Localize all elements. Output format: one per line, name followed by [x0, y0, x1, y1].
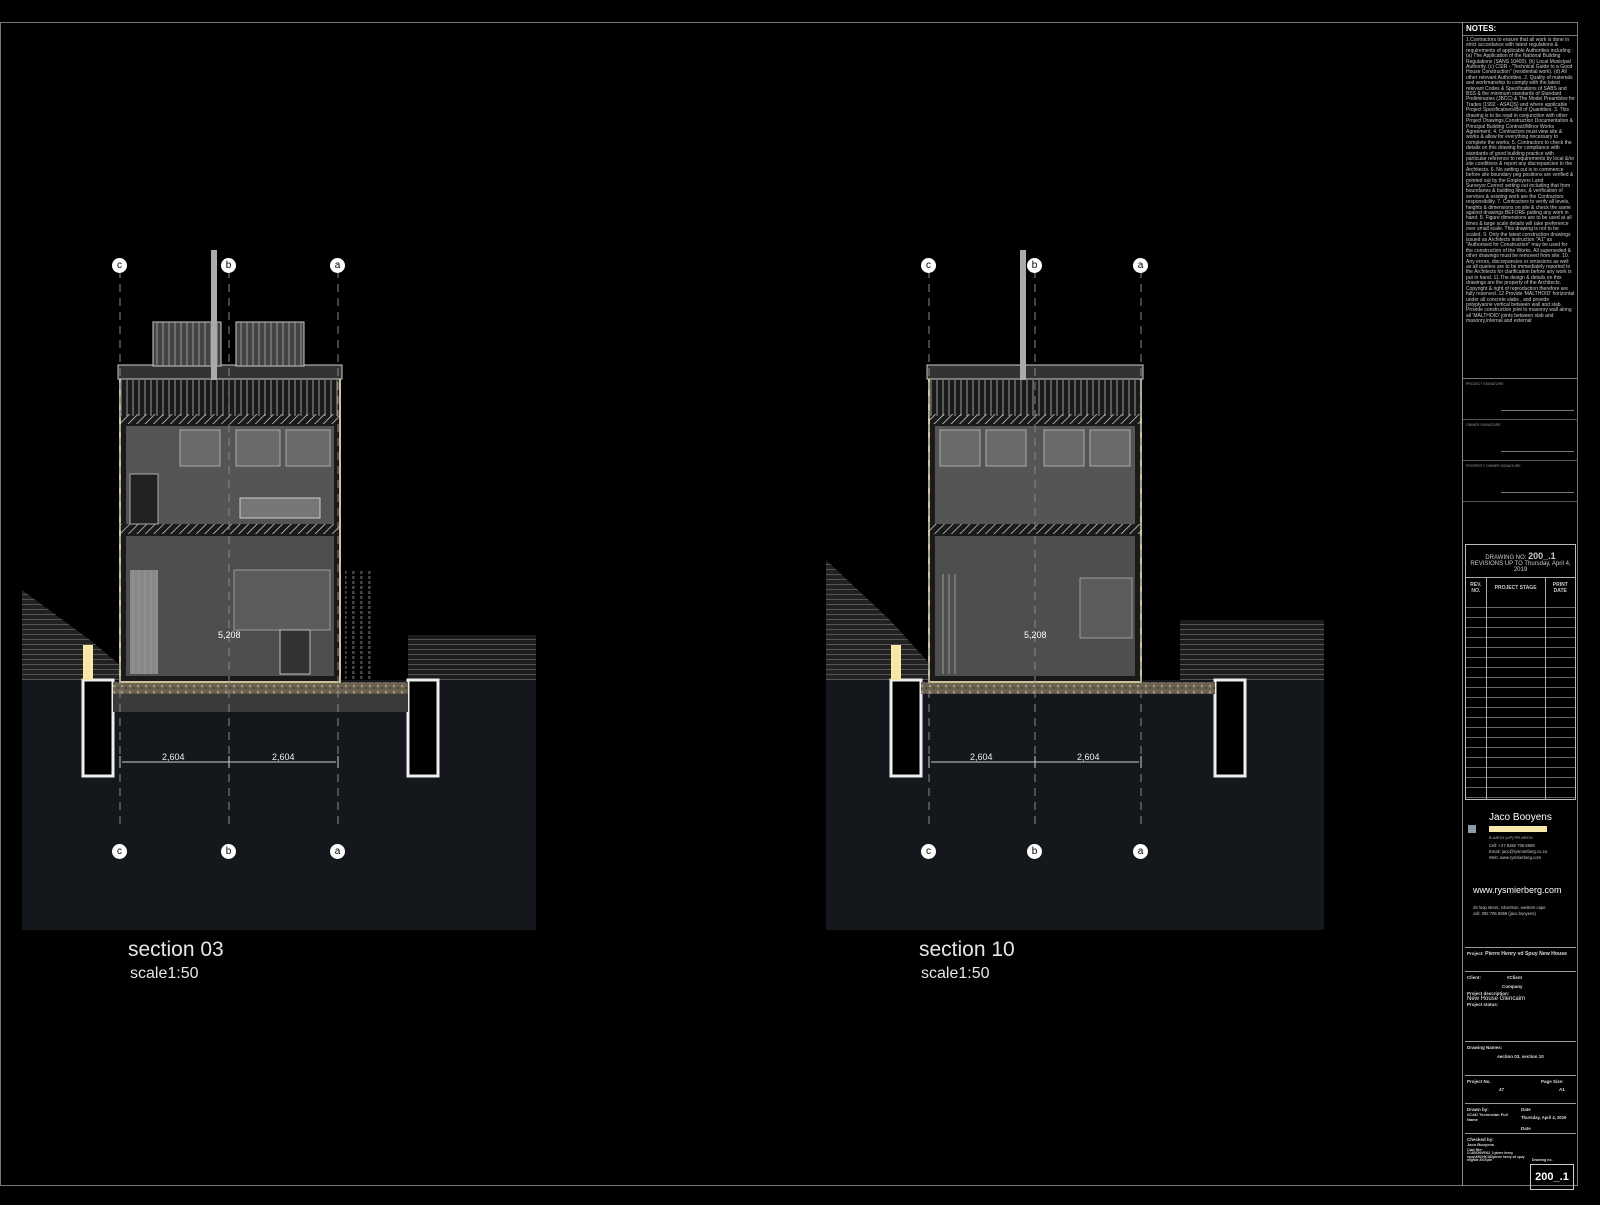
- dim-label: 2,604: [970, 752, 993, 762]
- company-qualification: B.ARCH (UP) PR.ARCH: [1489, 835, 1533, 840]
- client: #Client: [1507, 975, 1523, 980]
- room-dim-label: 5,208: [218, 630, 241, 640]
- section-drawings: ≡: [22, 250, 1324, 930]
- client-cell: Client: #Client Company Project descript…: [1465, 971, 1576, 1041]
- rev-col: REV. NO.: [1466, 578, 1487, 598]
- drawing-names: section 03, section 10: [1497, 1054, 1544, 1059]
- logo-bar-icon: [1489, 826, 1547, 832]
- signature-line: PROPERTY OWNER SIGNATURE: [1463, 461, 1578, 502]
- drawing-no: 200_.1: [1528, 551, 1556, 561]
- drawing-no-box-label: Drawing no.: [1532, 1158, 1553, 1162]
- drawing-names-cell: Drawing Names: section 03, section 10: [1465, 1041, 1576, 1075]
- page-size: A1: [1559, 1087, 1565, 1092]
- section-03-drawing: [22, 250, 536, 930]
- website[interactable]: www.rysmierberg.com: [1473, 885, 1562, 895]
- sheet-border: [0, 22, 1578, 1186]
- flue: [211, 250, 217, 380]
- project-description: New House Glencairn: [1467, 996, 1526, 1002]
- signature-line: PROJECT SIGNATURE: [1463, 379, 1578, 420]
- grid-bubble-c: c: [112, 844, 127, 859]
- address-line: cell: 082 706 6959 (jaco booyens): [1473, 911, 1536, 916]
- dim-label: 2,604: [162, 752, 185, 762]
- checked-by-cell: Checked by: Jaco Booyens Cad file: C:\AR…: [1465, 1133, 1576, 1163]
- drawn-date: Thursday, April 4, 2019: [1521, 1115, 1567, 1120]
- drawing-no-label: DRAWING NO:: [1485, 555, 1527, 561]
- grid-bubble-a: a: [1133, 258, 1148, 273]
- section-03-caption: section 03 scale1:50: [128, 938, 224, 983]
- contact-line: Web: www.rysmierberg.com: [1489, 855, 1542, 860]
- checked-by: Jaco Booyens: [1467, 1142, 1495, 1147]
- notes-text: 1.Contractors to ensure that all work is…: [1463, 36, 1578, 379]
- signature-line: OWNER SIGNATURE: [1463, 420, 1578, 461]
- project-cell: Project: Pierre Henry vd Spuy New House: [1465, 947, 1576, 971]
- project-name: Pierre Henry vd Spuy New House: [1485, 951, 1568, 957]
- project-no: 47: [1499, 1087, 1505, 1092]
- section-title: section 03: [128, 938, 224, 961]
- drawn-by-cell: Drawn by: #CAD Technician Full Name Date…: [1465, 1103, 1576, 1133]
- section-10-caption: section 10 scale1:50: [919, 938, 1015, 983]
- grid-bubble-b: b: [1027, 844, 1042, 859]
- grid-bubble-a: a: [330, 258, 345, 273]
- foundation-pier-left: [81, 678, 115, 778]
- ground-slab: [113, 682, 408, 694]
- section-scale: scale1:50: [130, 965, 199, 982]
- grid-bubble-b: b: [1027, 258, 1042, 273]
- contact-line: Email: jaco@rysmierberg.co.za: [1489, 849, 1548, 854]
- grid-bubble-c: c: [112, 258, 127, 273]
- rev-col: PRINT DATE: [1552, 582, 1568, 594]
- contact-line: Cell: +27 8382 706 6959: [1489, 843, 1535, 848]
- foundation-pier-left: [889, 678, 923, 778]
- dim-label: 2,604: [1077, 752, 1100, 762]
- section-title: section 10: [919, 938, 1015, 961]
- ground-slab: [921, 682, 1215, 694]
- section-10-drawing: [826, 250, 1324, 930]
- cad-file: C:\ARCHIVE\02_3 pierre henry spuy\ARCHIC…: [1467, 1151, 1525, 1163]
- foundation-pier-right: [406, 678, 440, 778]
- drawn-by: #CAD Technician Full Name: [1467, 1112, 1508, 1122]
- company-name: Jaco Booyens: [1489, 812, 1552, 823]
- rev-col: PROJECT STAGE: [1487, 578, 1546, 598]
- foundation-pier-right: [1213, 678, 1247, 778]
- grid-bubble-c: c: [921, 844, 936, 859]
- grid-bubble-c: c: [921, 258, 936, 273]
- grid-bubble-b: b: [221, 258, 236, 273]
- project-no-cell: Project No. 47 Page Size: A1: [1465, 1075, 1576, 1103]
- grid-bubble-b: b: [221, 844, 236, 859]
- grid-bubble-a: a: [330, 844, 345, 859]
- dim-label: 2,604: [272, 752, 295, 762]
- notes-heading: NOTES:: [1463, 22, 1578, 36]
- logo-square-icon: [1468, 825, 1476, 833]
- flue: [1020, 250, 1026, 380]
- client-company: Company: [1502, 984, 1523, 989]
- company-logo-block: Jaco Booyens B.ARCH (UP) PR.ARCH Cell: +…: [1465, 805, 1576, 945]
- title-block: NOTES: 1.Contractors to ensure that all …: [1462, 22, 1578, 1190]
- revisions-label: REVISIONS UP TO Thursday, April 4, 2019: [1470, 561, 1571, 573]
- address-line: 28 loop street, robertson, western cape: [1473, 905, 1546, 910]
- revision-table: DRAWING NO: 200_.1 REVISIONS UP TO Thurs…: [1465, 544, 1576, 800]
- drawing-no-box: 200_.1: [1530, 1164, 1574, 1190]
- grid-bubble-a: a: [1133, 844, 1148, 859]
- room-dim-label: 5,208: [1024, 630, 1047, 640]
- section-scale: scale1:50: [921, 965, 990, 982]
